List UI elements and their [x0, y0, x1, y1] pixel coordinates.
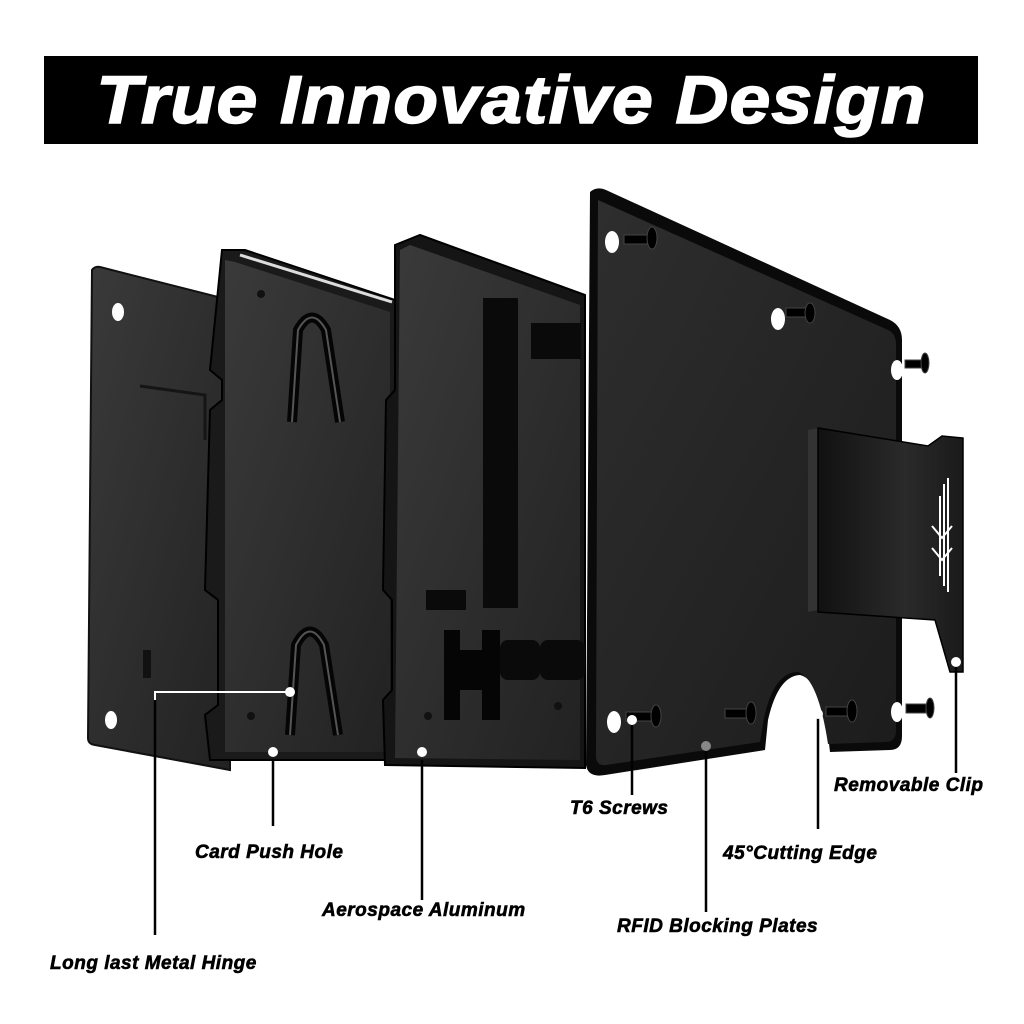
callout-removable-clip-label: Removable Clip: [834, 775, 984, 797]
front-rfid-plate: [586, 188, 935, 776]
callout-hinge-label: Long last Metal Hinge: [50, 953, 257, 975]
hinge-plate: [203, 249, 396, 761]
callout-leaders: [153, 662, 958, 935]
callout-t6-screws-label: T6 Screws: [570, 798, 669, 820]
callout-card-push-hole-label: Card Push Hole: [195, 842, 344, 864]
callout-aerospace-aluminum-label: Aerospace Aluminum: [322, 900, 526, 922]
title-banner: True Innovative Design: [44, 56, 978, 144]
callout-cutting-edge-label: 45°Cutting Edge: [723, 843, 878, 865]
aerospace-frame: [381, 233, 586, 770]
eagle-logo-icon: [931, 478, 953, 592]
callout-rfid-plates-label: RFID Blocking Plates: [617, 916, 819, 938]
back-plate: [86, 265, 231, 772]
callout-dots: [268, 657, 961, 757]
removable-clip: [808, 427, 964, 673]
banner-title: True Innovative Design: [95, 61, 927, 139]
